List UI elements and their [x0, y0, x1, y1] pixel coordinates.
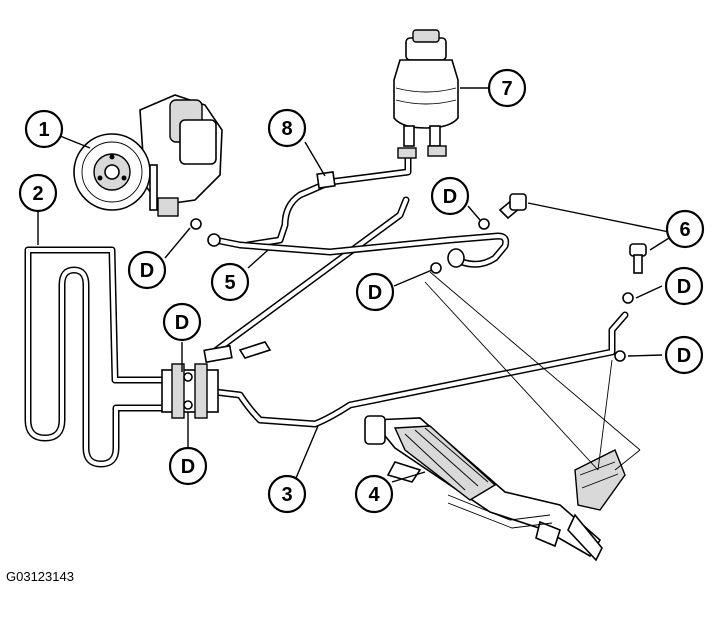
callout-6-label: 6 [679, 219, 690, 241]
callout-d-rack-lower: D [664, 335, 704, 375]
callout-d-block-top-label: D [175, 312, 189, 334]
fitting-block [161, 341, 272, 419]
callout-d-pump-label: D [140, 260, 154, 282]
callout-7-label: 7 [501, 78, 512, 100]
callout-8: 8 [267, 108, 307, 148]
cooler-coil [24, 246, 169, 468]
power-steering-pump [73, 94, 223, 247]
callout-d-valve-lower-label: D [368, 282, 382, 304]
callout-3: 3 [267, 474, 307, 514]
callout-4: 4 [354, 474, 394, 514]
callout-d-valve-top: D [430, 176, 470, 216]
callout-d-rack-lower-label: D [677, 345, 691, 367]
callout-d-valve-top-label: D [443, 186, 457, 208]
banjo-bolts [430, 193, 647, 362]
callout-1-label: 1 [38, 119, 49, 141]
callout-d-valve-lower: D [355, 272, 395, 312]
callout-5-label: 5 [224, 272, 235, 294]
callout-d-rack-upper: D [664, 266, 704, 306]
callout-2-label: 2 [32, 183, 43, 205]
figure-id: G03123143 [6, 569, 74, 584]
fluid-reservoir [393, 29, 459, 159]
callout-7: 7 [487, 68, 527, 108]
supply-hose [244, 151, 412, 249]
callout-d-rack-upper-label: D [677, 276, 691, 298]
pressure-line [211, 311, 629, 428]
pump-outlet-line [211, 232, 510, 268]
callout-2: 2 [18, 173, 58, 213]
callout-5: 5 [210, 262, 250, 302]
callout-8-label: 8 [281, 118, 292, 140]
callout-3-label: 3 [281, 484, 292, 506]
callout-d-block-top: D [162, 302, 202, 342]
leader-lines [37, 87, 670, 483]
callout-6: 6 [665, 209, 705, 249]
callout-d-block-bottom: D [168, 446, 208, 486]
callout-4-label: 4 [368, 484, 380, 506]
callout-d-block-bottom-label: D [181, 456, 195, 478]
steering-rack [364, 415, 626, 562]
callout-1: 1 [24, 109, 64, 149]
callout-d-pump: D [127, 250, 167, 290]
